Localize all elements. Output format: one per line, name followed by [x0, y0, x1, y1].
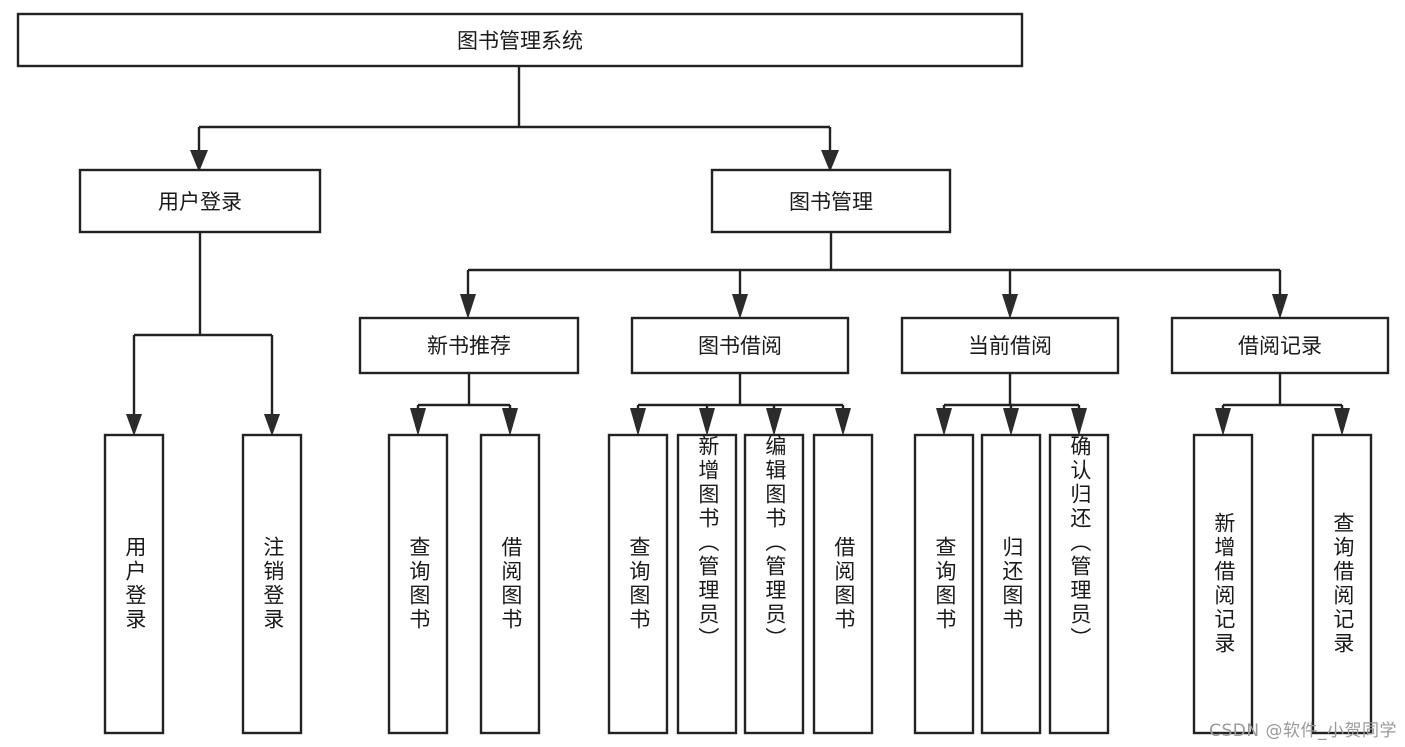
csdn-watermark: CSDN @软件_小贺同学 [1209, 721, 1397, 741]
arrow-head-icon [821, 150, 839, 172]
node-book-manage[interactable]: 图书管理 [710, 168, 952, 234]
node-borrow-record[interactable]: 借阅记录 [1170, 316, 1390, 375]
node-label-book-manage: 图书管理 [789, 190, 873, 214]
node-new-book-recommend[interactable]: 新书推荐 [358, 316, 580, 375]
arrow-head-icon [126, 414, 142, 436]
node-box-book-borrow[interactable] [630, 316, 850, 375]
connector-group-book-manage [460, 232, 1288, 319]
leaf-box-add-borrow-record[interactable] [1192, 433, 1254, 735]
arrow-head-icon [732, 294, 748, 319]
node-label-new-book-recommend: 新书推荐 [427, 334, 511, 358]
arrow-head-icon [264, 414, 280, 436]
connector-group-new-book [410, 373, 518, 436]
arrow-head-icon [1002, 294, 1018, 319]
arrow-head-icon [1071, 408, 1087, 436]
leaf-box-user-login[interactable] [103, 433, 165, 735]
arrow-head-icon [1003, 408, 1019, 436]
connector-group-root [190, 66, 839, 172]
node-box-current-borrow[interactable] [900, 316, 1120, 375]
leaf-box-query-book-1[interactable] [387, 433, 449, 735]
leaf-box-add-book-admin[interactable] [676, 433, 738, 735]
leaf-box-borrow-book-2[interactable] [812, 433, 874, 735]
connector-group-user-login [126, 232, 280, 436]
node-box-borrow-record[interactable] [1170, 316, 1390, 375]
leaf-box-edit-book-admin[interactable] [743, 433, 805, 735]
arrow-head-icon [460, 294, 476, 319]
leaf-box-query-book-2[interactable] [607, 433, 669, 735]
node-box-book-manage[interactable] [710, 168, 952, 234]
leaf-box-return-book[interactable] [980, 433, 1042, 735]
node-book-borrow[interactable]: 图书借阅 [630, 316, 850, 375]
node-label-borrow-record: 借阅记录 [1238, 334, 1322, 358]
arrow-head-icon [1272, 294, 1288, 319]
node-label-current-borrow: 当前借阅 [968, 334, 1052, 358]
arrow-head-icon [766, 408, 782, 436]
leaf-box-query-borrow-record[interactable] [1311, 433, 1373, 735]
connector-group-current-borrow [936, 373, 1087, 436]
connector-group-book-borrow [630, 373, 851, 436]
node-user-login[interactable]: 用户登录 [78, 168, 322, 234]
leaf-group [103, 433, 1373, 735]
leaf-box-borrow-book-1[interactable] [479, 433, 541, 735]
arrow-head-icon [835, 408, 851, 436]
arrow-head-icon [1215, 408, 1231, 436]
node-box-user-login[interactable] [78, 168, 322, 234]
node-label-book-borrow: 图书借阅 [698, 334, 782, 358]
arrow-head-icon [502, 408, 518, 436]
arrow-head-icon [936, 408, 952, 436]
arrow-head-icon [190, 150, 208, 172]
node-root[interactable]: 图书管理系统 [16, 12, 1024, 68]
leaf-box-confirm-return-admin[interactable] [1048, 433, 1110, 735]
arrow-head-icon [699, 408, 715, 436]
node-box-root[interactable] [16, 12, 1024, 68]
connector-group-borrow-record [1215, 373, 1350, 436]
node-box-new-book-recommend[interactable] [358, 316, 580, 375]
leaf-box-logout[interactable] [241, 433, 303, 735]
node-label-user-login: 用户登录 [158, 190, 242, 214]
leaf-box-query-book-3[interactable] [913, 433, 975, 735]
node-label-root: 图书管理系统 [457, 29, 583, 53]
arrow-head-icon [630, 408, 646, 436]
arrow-head-icon [1334, 408, 1350, 436]
arrow-head-icon [410, 408, 426, 436]
node-current-borrow[interactable]: 当前借阅 [900, 316, 1120, 375]
